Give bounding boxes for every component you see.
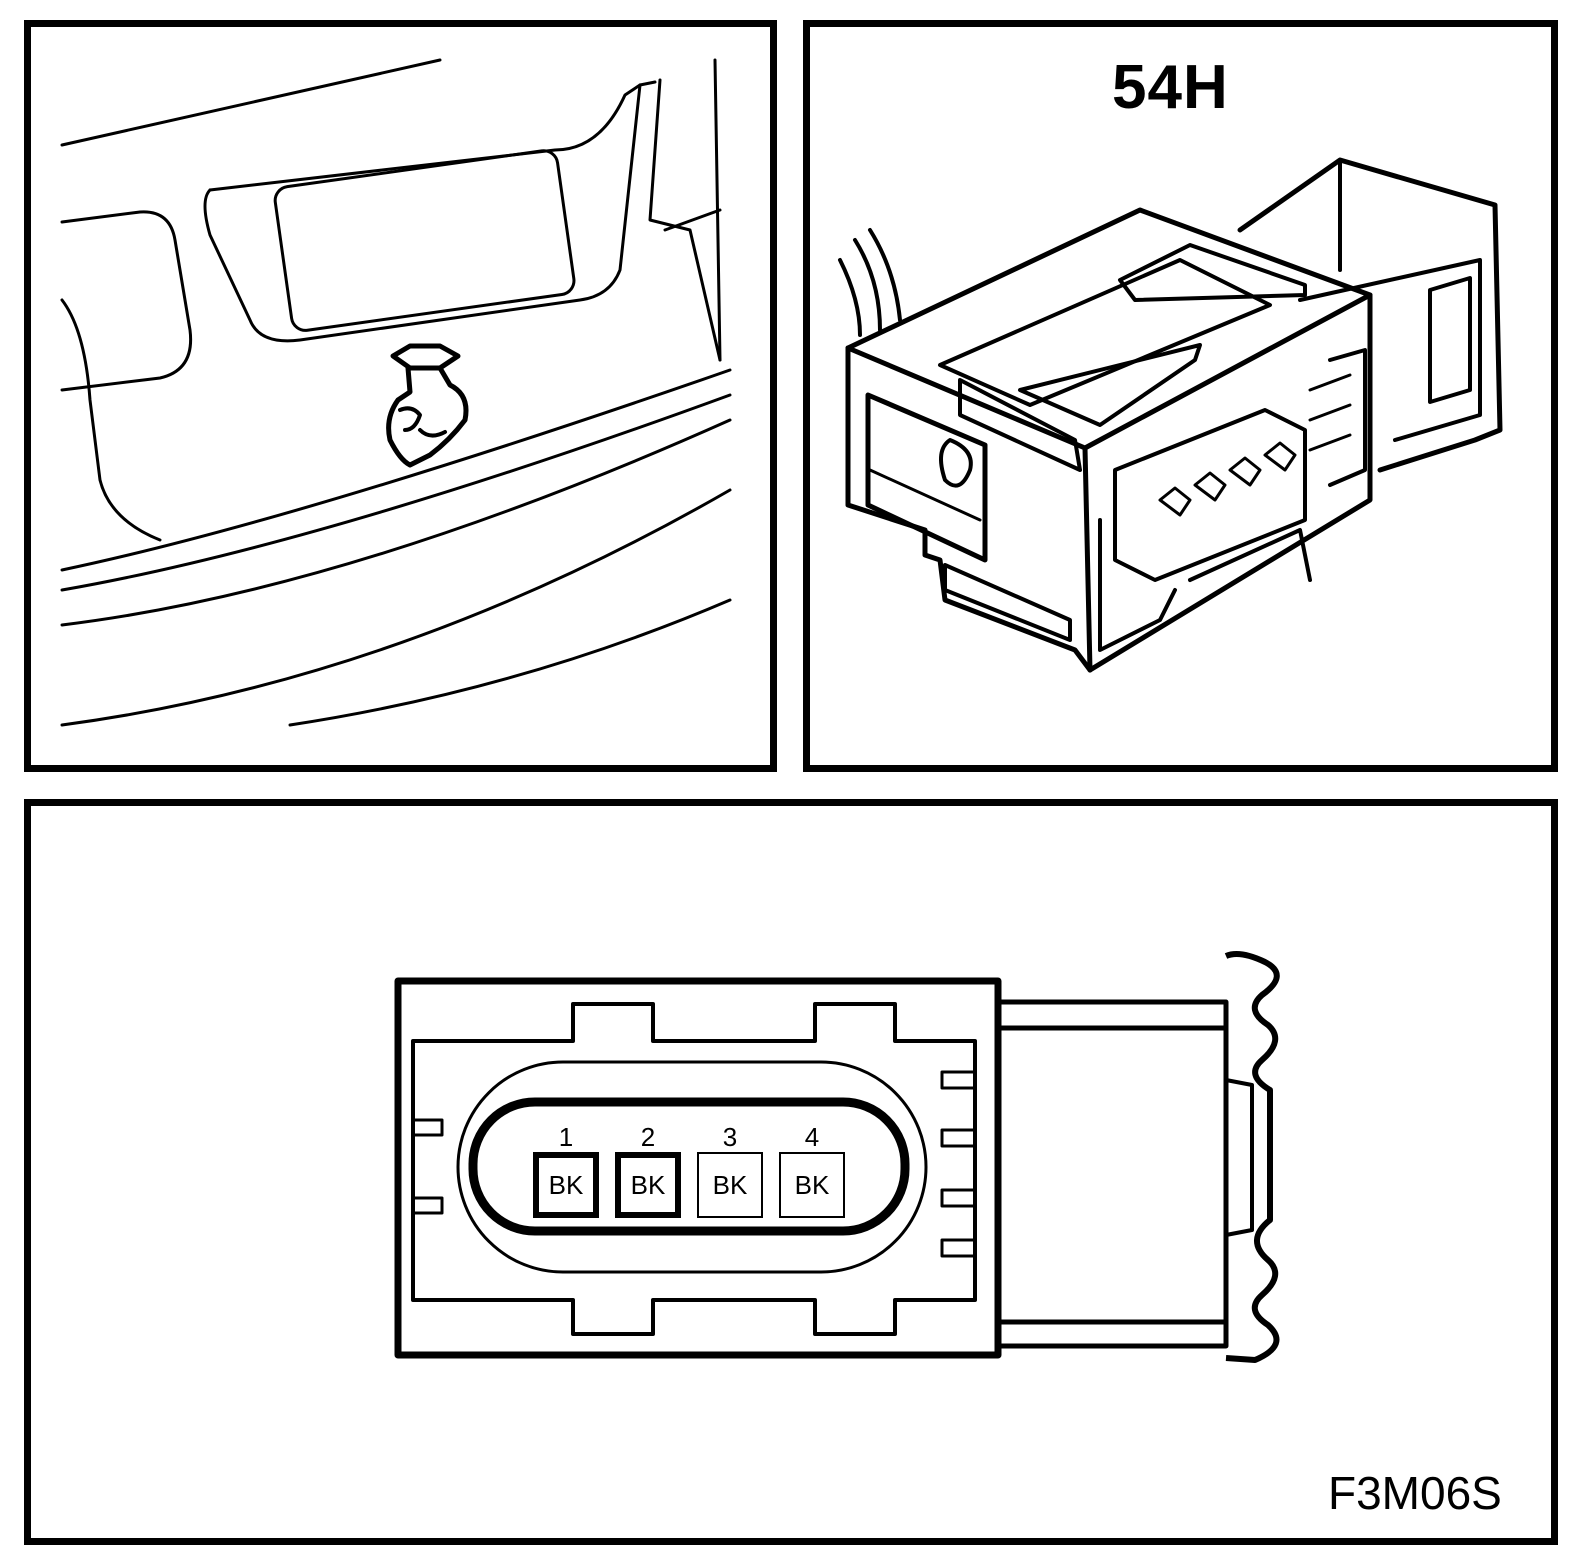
- pin-cavity-2: BK: [615, 1152, 681, 1218]
- pin-number-3: 3: [722, 1122, 738, 1152]
- pin-cavity-4: BK: [779, 1152, 845, 1218]
- figure-id-label: F3M06S: [1328, 1467, 1502, 1519]
- pin-color-code: BK: [794, 1169, 830, 1200]
- pin-number-1: 1: [558, 1122, 574, 1152]
- location-view-panel: [24, 20, 777, 772]
- pin-color-code: BK: [712, 1169, 748, 1200]
- pin-color-code: BK: [548, 1169, 584, 1200]
- pin-cavity-3: BK: [697, 1152, 763, 1218]
- pin-number-4: 4: [804, 1122, 820, 1152]
- pin-color-code: BK: [630, 1169, 666, 1200]
- connector-id-label: 54H: [1112, 53, 1229, 122]
- pin-cavity-1: BK: [533, 1152, 599, 1218]
- connector-view-panel: [803, 20, 1558, 772]
- pin-number-2: 2: [640, 1122, 656, 1152]
